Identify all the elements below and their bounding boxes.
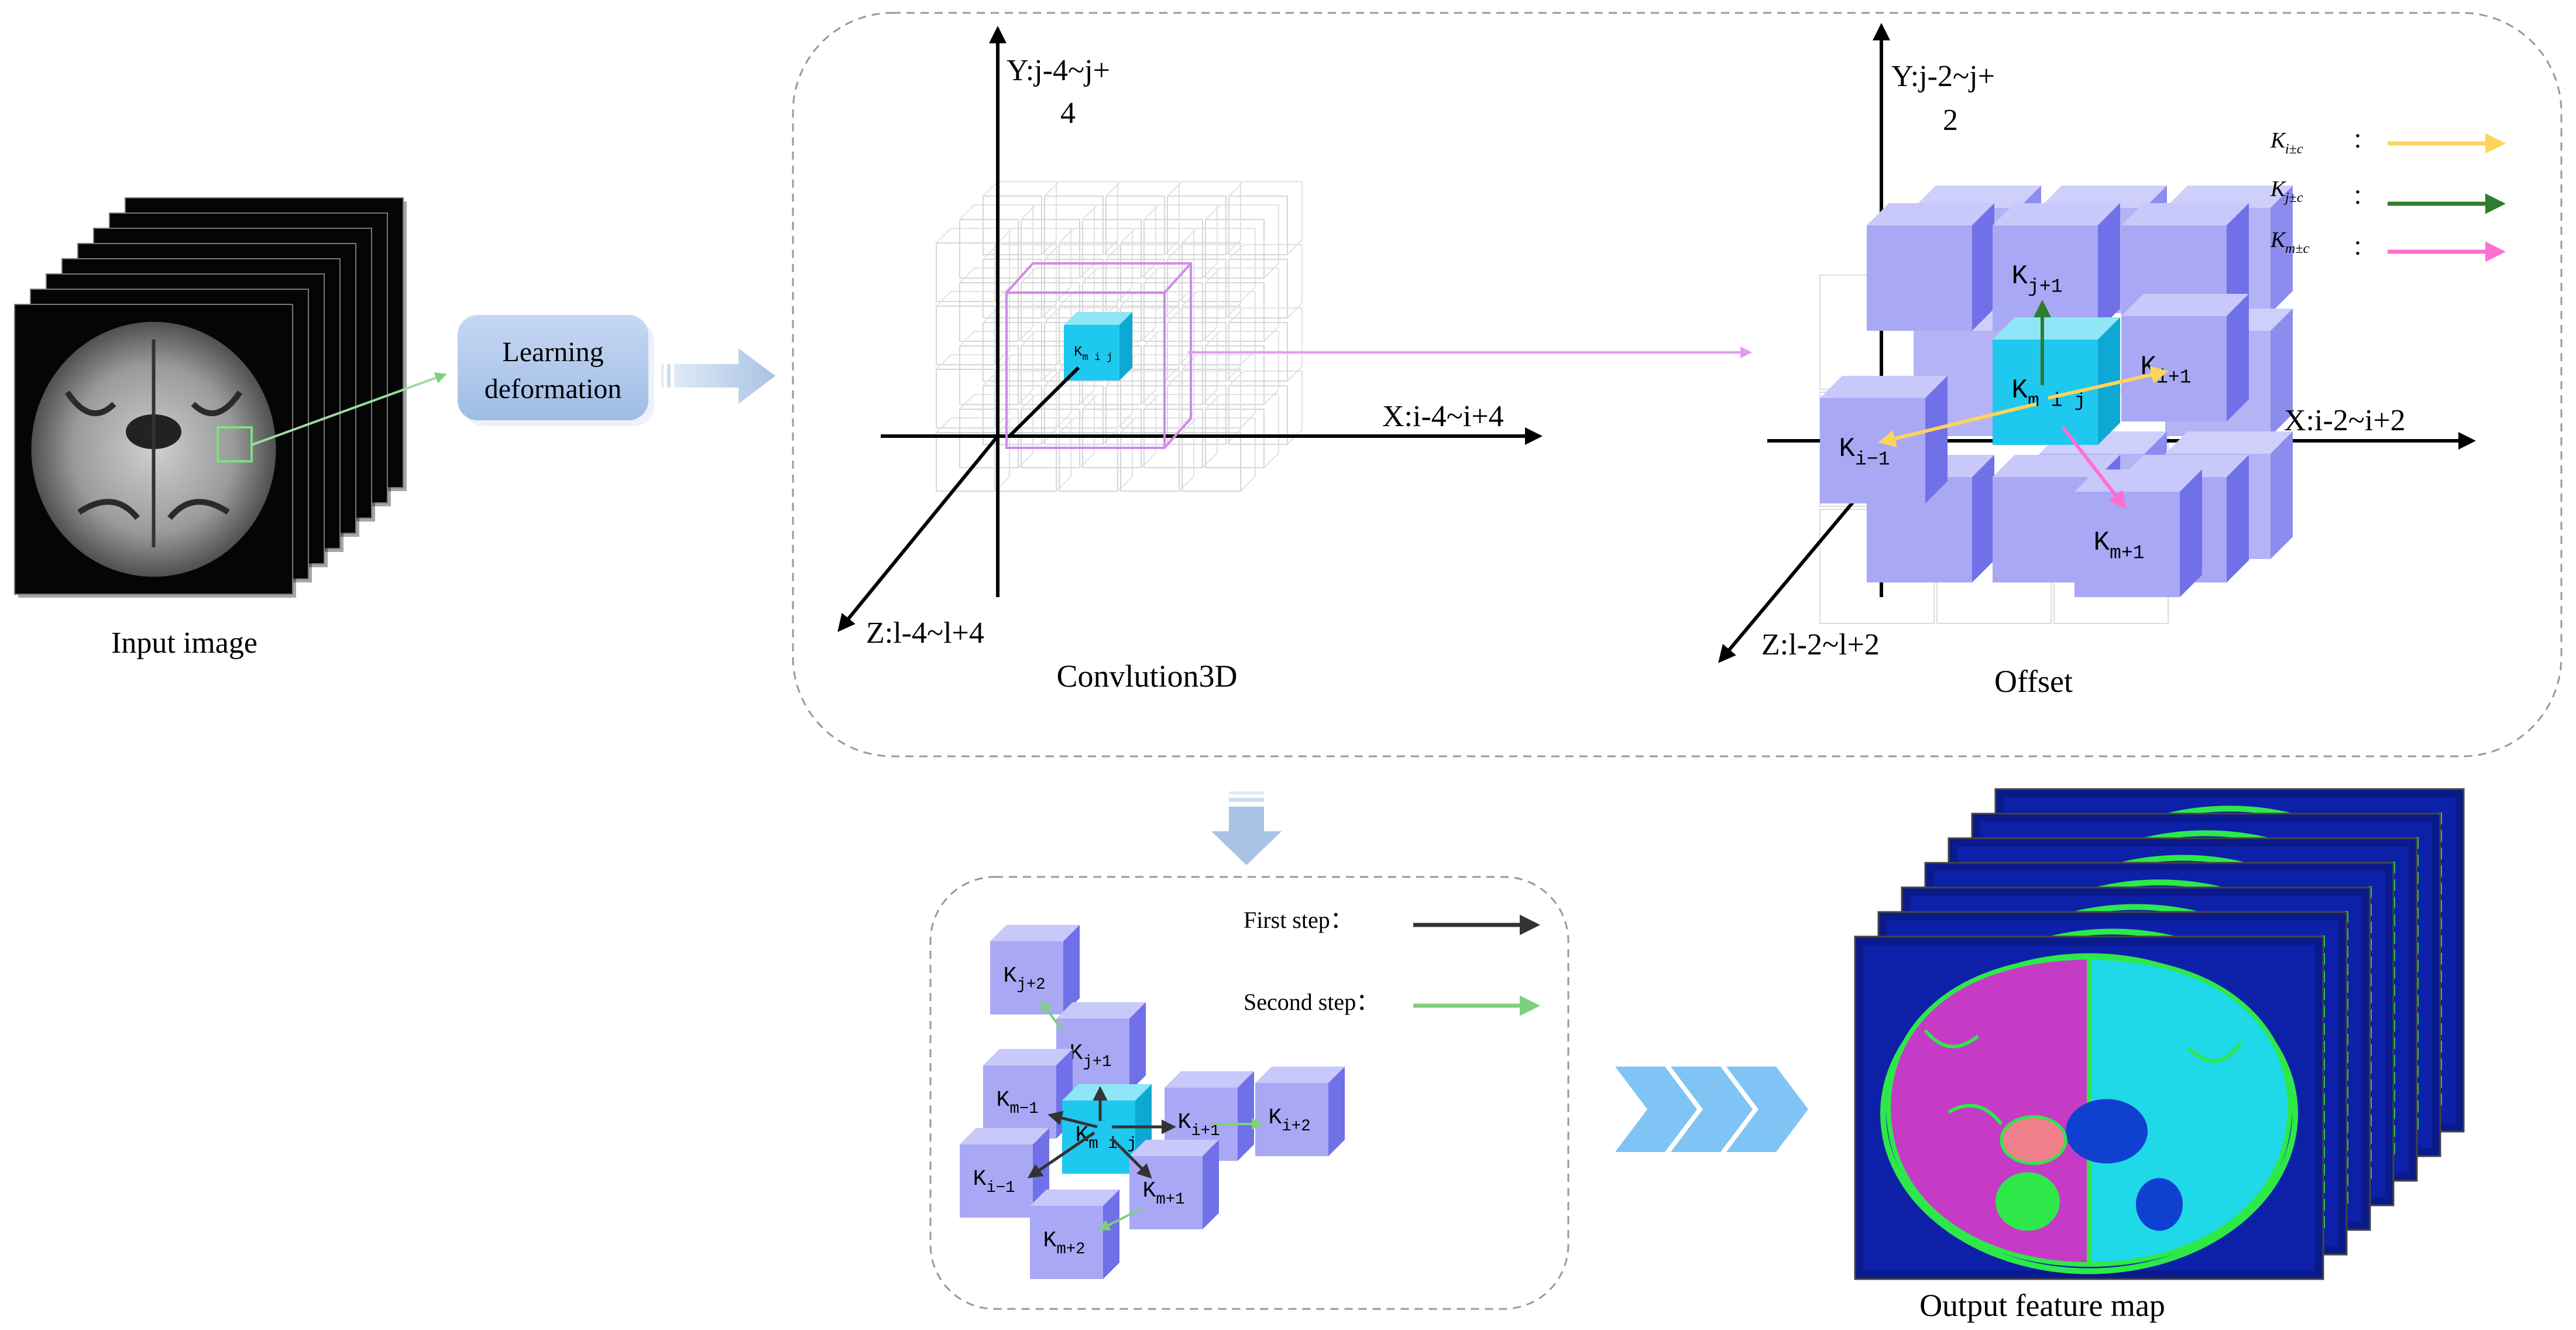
first-step-arrows	[1027, 1086, 1176, 1179]
roi-to-deformation-arrow	[251, 372, 447, 446]
input-image-stack: Input image	[14, 197, 447, 660]
input-image-label: Input image	[111, 626, 257, 660]
legend-m-sub: m±c	[2285, 241, 2310, 256]
conv-x-axis-label: X:i-4~i+4	[1382, 400, 1504, 433]
step-m-plus2-cube: Km+2	[1030, 1190, 1119, 1279]
step-m-plus2-cube-label: Km+2	[1043, 1228, 1086, 1259]
step-j-plus1-cube-label: Kj+1	[1070, 1041, 1112, 1071]
offset-m-plus1-cube: Km+1	[2074, 469, 2202, 597]
output-slice	[1854, 935, 2324, 1280]
offset-mid-cube-0	[1867, 203, 1994, 331]
steps-panel	[929, 876, 1569, 1310]
learning-deformation-box	[458, 315, 648, 420]
learning-deformation-label-2: deformation	[485, 373, 622, 405]
step2-arrow-j	[1040, 1000, 1063, 1031]
offset-label: Offset	[1994, 664, 2073, 699]
flow-arrow-down-shape	[1211, 807, 1282, 865]
flow-arrow-right-shape	[674, 348, 775, 404]
chevron-2	[1726, 1067, 1808, 1152]
step-j-plus2-cube: Kj+2	[990, 925, 1080, 1014]
step-m-plus1-cube-label: Km+1	[1143, 1178, 1185, 1209]
conv-center-kernel-label: Km i j	[1074, 344, 1112, 364]
legend-m-colon: ：	[2352, 236, 2374, 259]
legend-j-sub: j±c	[2283, 190, 2303, 205]
offset-cubes: Kj+1 Km i jKi+1Ki−1Km+1	[1820, 186, 2293, 597]
conv-center-link	[1008, 366, 1080, 438]
step1-arrow-m-minus	[1047, 1110, 1098, 1129]
legend-m-base: K	[2270, 228, 2286, 252]
conv-y-axis-label-2: 4	[1060, 97, 1076, 130]
offset-legend: K i±c ： K j±c ： K m±c ：	[2270, 128, 2506, 262]
conv-center-cube: Km i j	[1064, 312, 1132, 381]
offset-y-axis-label-2: 2	[1943, 104, 1958, 137]
offset-y-axis-label-1: Y:j-2~j+	[1891, 60, 1995, 93]
step-i-minus1-cube: Ki−1	[960, 1128, 1049, 1218]
step-i-minus1-cube-label: Ki−1	[973, 1167, 1015, 1197]
offset-x-axis-label: X:i-2~i+2	[2284, 404, 2406, 437]
step-i-plus1-cube-label: Ki+1	[1178, 1110, 1220, 1140]
chevron-1	[1671, 1067, 1753, 1152]
offset-i-minus1-cube: Ki−1	[1820, 376, 1948, 503]
offset-j-plus1-cube: Kj+1	[1993, 203, 2120, 331]
input-slice	[14, 304, 296, 598]
flow-arrow-down	[1211, 791, 1282, 865]
second-step-arrows	[1040, 1000, 1263, 1230]
legend-item-j: K j±c ：	[2270, 177, 2506, 214]
step-m-minus1-cube-label: Km−1	[997, 1088, 1039, 1118]
offset-arrow-m	[2061, 426, 2127, 509]
step1-arrow-i-minus	[1027, 1131, 1095, 1178]
step-j-plus2-cube-label: Kj+2	[1004, 964, 1046, 994]
legend-i-base: K	[2270, 128, 2286, 153]
learning-deformation-label-1: Learning	[502, 337, 603, 368]
offset-i-minus1-cube-label: Ki−1	[1839, 434, 1890, 471]
step2-arrow-m	[1098, 1208, 1142, 1230]
offset-center-cube: Km i j	[1993, 317, 2120, 445]
top-panel	[792, 12, 2563, 757]
offset-i-plus1-cube: Ki+1	[2121, 294, 2249, 421]
offset-z-axis-label: Z:l-2~l+2	[1761, 628, 1880, 661]
first-step-label: First step：	[1244, 907, 1354, 933]
step-m-plus1-cube: Km+1	[1129, 1140, 1219, 1229]
conv-y-axis-label-1: Y:j-4~j+	[1007, 54, 1110, 87]
conv-z-axis-label: Z:l-4~l+4	[866, 616, 984, 650]
legend-i-colon: ：	[2352, 129, 2374, 152]
step1-arrow-m-plus	[1111, 1137, 1152, 1179]
conv-z-axis	[837, 435, 1000, 632]
legend-i-sub: i±c	[2285, 142, 2303, 157]
chevron-0	[1615, 1067, 1697, 1152]
step-i-plus2-cube: Ki+2	[1255, 1067, 1345, 1156]
offset-section: Kj+1 Km i jKi+1Ki−1Km+1 Y:j-2~j+ 2 X:i-2~…	[1718, 23, 2506, 699]
chevron-arrows	[1615, 1067, 1808, 1152]
legend-j-base: K	[2270, 177, 2286, 201]
learning-deformation-block: Learning deformation	[458, 315, 654, 426]
second-step-label: Second step：	[1244, 989, 1379, 1015]
offset-m-plus1-cube-label: Km+1	[2093, 527, 2144, 564]
offset-j-plus1-cube-label: Kj+1	[2011, 261, 2062, 298]
step-m-minus1-cube: Km−1	[983, 1049, 1073, 1139]
conv-center-kernel: Km i j	[1064, 312, 1132, 381]
conv-kernel-box	[1005, 262, 1192, 449]
flow-arrow-right	[661, 348, 775, 404]
offset-arrow-i-plus	[2048, 366, 2169, 400]
legend-j-colon: ：	[2352, 185, 2374, 208]
offset-arrow-i-minus	[1878, 402, 2037, 447]
output-feature-map-label: Output feature map	[1919, 1288, 2165, 1323]
legend-item-m: K m±c ：	[2270, 228, 2506, 262]
convolution3d-label: Convlution3D	[1056, 659, 1237, 694]
convolution3d-section: Km i j Y:j-4~j+ 4 X:i-4~i+4 Z:l-4~l+4 Co…	[837, 26, 1752, 694]
legend-item-i: K i±c ：	[2270, 128, 2506, 157]
step-i-plus2-cube-label: Ki+2	[1269, 1105, 1311, 1136]
output-feature-map-stack: Output feature map	[1854, 788, 2465, 1323]
